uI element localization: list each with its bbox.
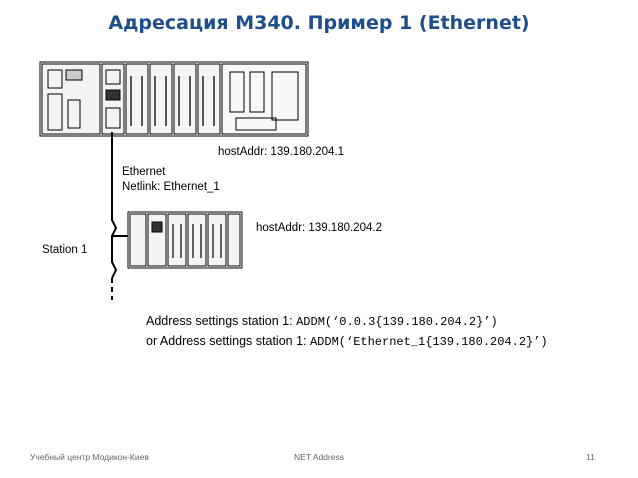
slide-title: Адресация M340. Пример 1 (Ethernet)	[108, 12, 530, 34]
station-label: Station 1	[42, 244, 88, 256]
address-setting-1: Address settings station 1: ADDM(‘0.0.3{…	[146, 314, 498, 329]
host-address-top: hostAddr: 139.180.204.1	[218, 146, 344, 158]
address-setting-1-prefix: Address settings station 1:	[146, 314, 297, 328]
address-setting-2: or Address settings station 1: ADDM(‘Eth…	[146, 334, 548, 349]
netlink-label: Netlink: Ethernet_1	[122, 181, 220, 193]
address-setting-1-code: ADDM(‘0.0.3{139.180.204.2}’)	[296, 315, 498, 329]
footer-center: NET Address	[294, 452, 344, 462]
host-address-station-1: hostAddr: 139.180.204.2	[256, 222, 382, 234]
address-setting-2-prefix: or Address settings station 1:	[146, 334, 310, 348]
footer-left: Учебный центр Модикон-Киев	[30, 452, 149, 462]
plc-rack-top	[39, 61, 309, 137]
page-number: 11	[586, 452, 595, 462]
ethernet-label: Ethernet	[122, 166, 166, 178]
plc-rack-station-1	[127, 211, 243, 269]
address-setting-2-code: ADDM(‘Ethernet_1{139.180.204.2}’)	[309, 335, 548, 349]
ethernet-cable	[111, 132, 118, 279]
